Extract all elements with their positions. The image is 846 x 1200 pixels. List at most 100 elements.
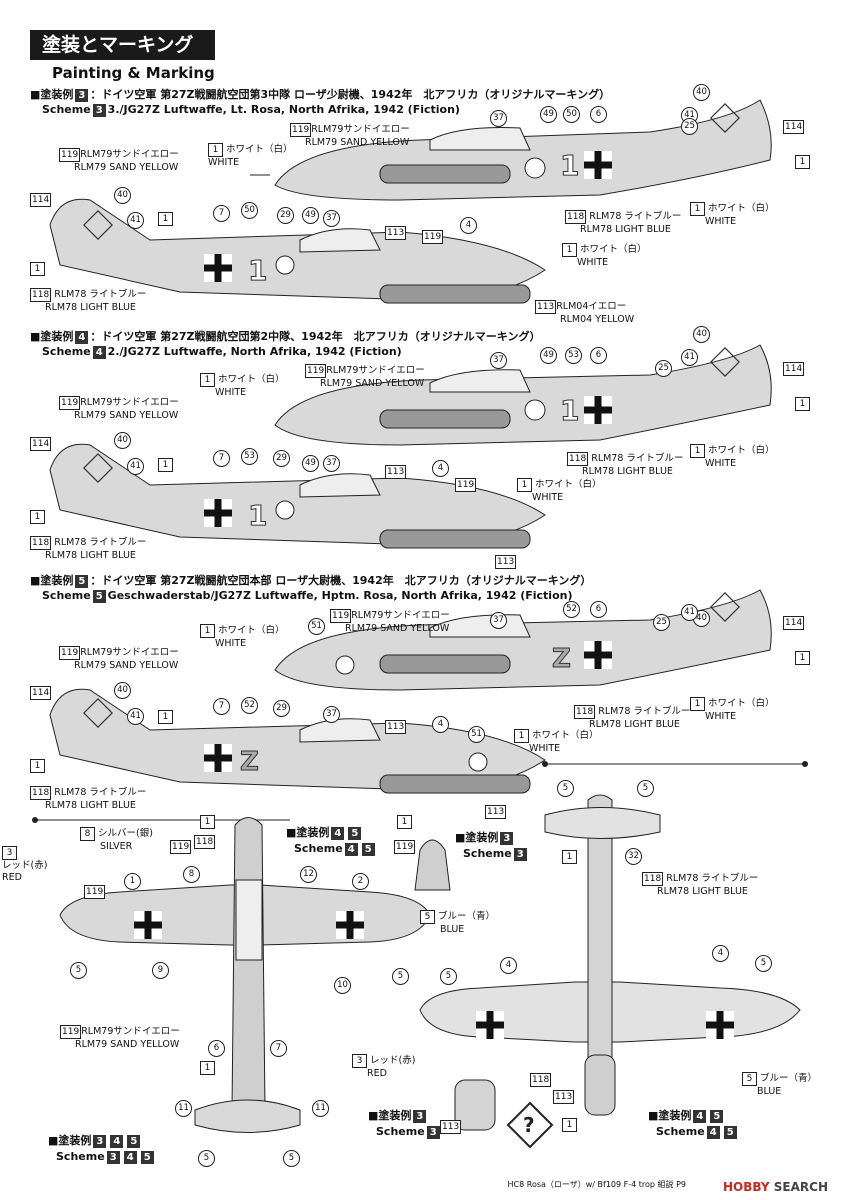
- s3-callout-1c: 1 ホワイト（白）WHITE: [562, 243, 647, 269]
- decal-41c: 41: [681, 349, 698, 366]
- s3-callout-1a: 1 ホワイト（白）WHITE: [208, 143, 293, 168]
- decal-6d: 6: [208, 1040, 225, 1057]
- s5-num-113b: 113: [485, 805, 507, 819]
- s3-num-114b: 114: [783, 120, 805, 134]
- svg-text:1: 1: [248, 254, 267, 287]
- decal-5d: 5: [283, 1150, 300, 1167]
- s5-num-1: 1: [30, 759, 45, 773]
- decal-49b: 49: [302, 207, 319, 224]
- s5-num-1c: 1: [158, 710, 173, 724]
- scheme4-profile-left: 1: [49, 443, 546, 549]
- decal-41e: 41: [681, 604, 698, 621]
- decal-5c: 5: [198, 1150, 215, 1167]
- decal-50b: 50: [241, 202, 258, 219]
- s5-num-114: 114: [30, 686, 52, 700]
- decal-25c: 25: [653, 614, 670, 631]
- decal-40b: 40: [114, 187, 131, 204]
- s4-num-1: 1: [30, 510, 45, 524]
- decal-7d: 7: [270, 1040, 287, 1057]
- decal-5a: 5: [70, 962, 87, 979]
- scheme4-profile-right: 1: [274, 344, 772, 446]
- plan-num-1b: 1: [200, 1061, 215, 1075]
- s3-num-1c: 1: [158, 212, 173, 226]
- s3-num-1: 1: [30, 262, 45, 276]
- decal-6: 6: [590, 106, 607, 123]
- svg-text:1: 1: [560, 394, 579, 427]
- s4-num-113b: 113: [495, 555, 517, 569]
- s5-num-114b: 114: [783, 616, 805, 630]
- plan-num-118: 118: [194, 835, 216, 849]
- decal-1-circle: 1: [124, 873, 141, 890]
- decal-51b: 51: [468, 726, 485, 743]
- decal-37c: 37: [490, 352, 507, 369]
- s4-num-1b: 1: [795, 397, 810, 411]
- decal-4d: 4: [500, 957, 517, 974]
- bplan-num-113b: 113: [440, 1120, 462, 1134]
- decal-25: 25: [681, 118, 698, 135]
- decal-29c: 29: [273, 700, 290, 717]
- s5-callout-1c: 1 ホワイト（白）WHITE: [514, 729, 599, 755]
- decal-40f: 40: [114, 682, 131, 699]
- decal-40d: 40: [114, 432, 131, 449]
- decal-32: 32: [625, 848, 642, 865]
- decal-53: 53: [565, 347, 582, 364]
- svg-text:Z: Z: [552, 644, 571, 674]
- decal-5b: 5: [392, 968, 409, 985]
- plan-num-119b: 119: [84, 885, 106, 899]
- bplan-num-1b: 1: [562, 1118, 577, 1132]
- decal-52: 52: [563, 601, 580, 618]
- s4-callout-1a: 1 ホワイト（白）WHITE: [200, 373, 285, 399]
- decal-4b: 4: [432, 460, 449, 477]
- decal-51: 51: [308, 618, 325, 635]
- plan-callout-8: 8 シルバー(銀)SILVER: [80, 827, 153, 853]
- decal-10: 10: [334, 977, 351, 994]
- svg-text:1: 1: [560, 149, 579, 182]
- decal-5f: 5: [637, 780, 654, 797]
- watermark-logo: HOBBY SEARCH: [723, 1180, 828, 1194]
- decal-41f: 41: [127, 708, 144, 725]
- plan-num-119a: 119: [170, 840, 192, 854]
- svg-text:?: ?: [523, 1113, 535, 1137]
- scheme5-profile-left: Z: [49, 688, 546, 794]
- s4-num-114b: 114: [783, 362, 805, 376]
- s4-callout-1b: 1 ホワイト（白）WHITE: [690, 444, 775, 470]
- decal-53b: 53: [241, 448, 258, 465]
- page-footer: HC8 Rosa（ローザ）w/ Bf109 F-4 trop 組説 P9: [507, 1180, 686, 1189]
- decal-5g: 5: [440, 968, 457, 985]
- bplan-num-118: 118: [530, 1073, 552, 1087]
- decal-11a: 11: [175, 1100, 192, 1117]
- decal-4e: 4: [712, 945, 729, 962]
- decal-37d: 37: [323, 455, 340, 472]
- decal-6c: 6: [590, 601, 607, 618]
- decal-12: 12: [300, 866, 317, 883]
- decal-6b: 6: [590, 347, 607, 364]
- s3-callout-1b: 1 ホワイト（白）WHITE: [690, 202, 775, 228]
- scheme3-profile-right: 1: [250, 99, 772, 201]
- decal-40c: 40: [693, 326, 710, 343]
- decal-8-circle: 8: [183, 866, 200, 883]
- s4-callout-1c: 1 ホワイト（白）WHITE: [517, 478, 602, 504]
